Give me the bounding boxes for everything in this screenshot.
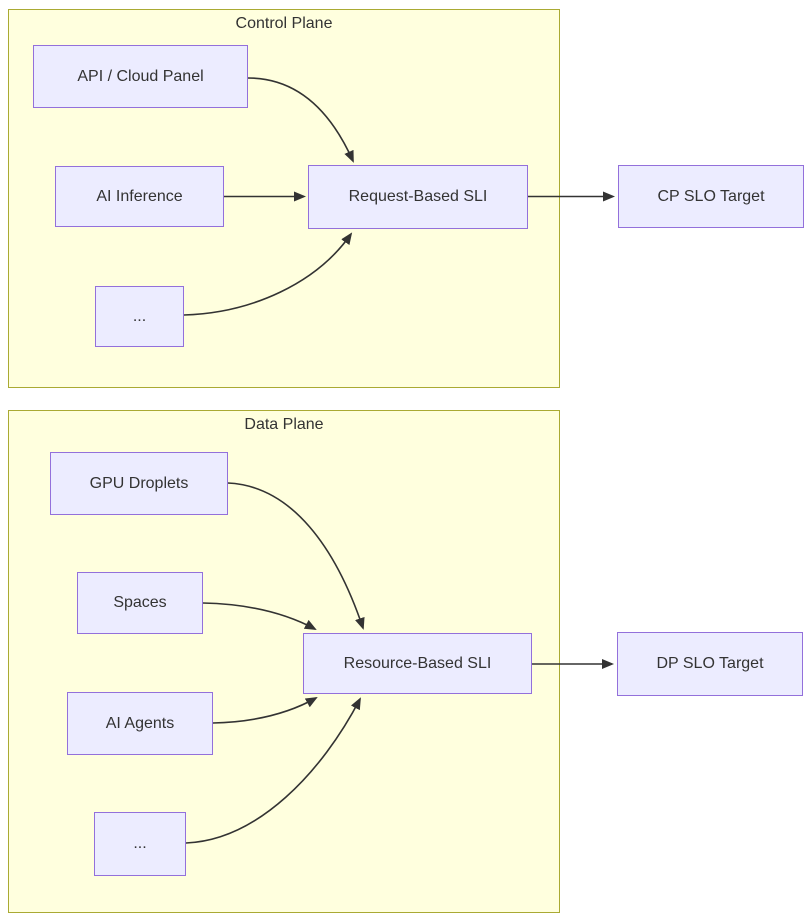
subgraph-title-control-plane: Control Plane bbox=[235, 15, 333, 32]
node-spaces: Spaces bbox=[77, 572, 203, 634]
node-cp-slo-target: CP SLO Target bbox=[618, 165, 804, 228]
node-data-ellipsis-label: ... bbox=[133, 835, 147, 852]
node-control-ellipsis-label: ... bbox=[132, 307, 147, 325]
node-resource-based-sli-label: Resource-Based SLI bbox=[343, 654, 492, 672]
node-ai-inference-label: AI Inference bbox=[96, 187, 183, 205]
node-request-based-sli: Request-Based SLI bbox=[308, 165, 528, 229]
node-cp-slo-target-label: CP SLO Target bbox=[657, 187, 765, 205]
node-ai-agents: AI Agents bbox=[67, 692, 213, 755]
edge-api-to-request-sli bbox=[247, 77, 354, 163]
node-dp-slo-target-label: DP SLO Target bbox=[656, 655, 764, 672]
subgraph-title-data-plane: Data Plane bbox=[244, 416, 324, 433]
node-data-ellipsis: ... bbox=[94, 812, 186, 876]
node-dp-slo-target: DP SLO Target bbox=[617, 632, 803, 696]
node-ai-agents-label: AI Agents bbox=[105, 714, 175, 732]
edge-data-ellipsis-to-resource-sli bbox=[185, 697, 361, 844]
edge-ai-agents-to-resource-sli bbox=[212, 697, 318, 724]
node-request-based-sli-label: Request-Based SLI bbox=[348, 188, 488, 205]
node-control-ellipsis: ... bbox=[95, 286, 184, 347]
edge-spaces-to-resource-sli bbox=[202, 602, 317, 630]
node-gpu-droplets: GPU Droplets bbox=[50, 452, 228, 515]
node-ai-inference: AI Inference bbox=[55, 166, 224, 227]
node-api-cloud-panel: API / Cloud Panel bbox=[33, 45, 248, 108]
edge-control-ellipsis-to-request-sli bbox=[183, 232, 353, 316]
edge-gpu-droplets-to-resource-sli bbox=[227, 482, 365, 630]
node-gpu-droplets-label: GPU Droplets bbox=[89, 474, 189, 492]
node-resource-based-sli: Resource-Based SLI bbox=[303, 633, 532, 694]
node-api-cloud-panel-label: API / Cloud Panel bbox=[77, 67, 204, 85]
node-spaces-label: Spaces bbox=[113, 594, 167, 611]
